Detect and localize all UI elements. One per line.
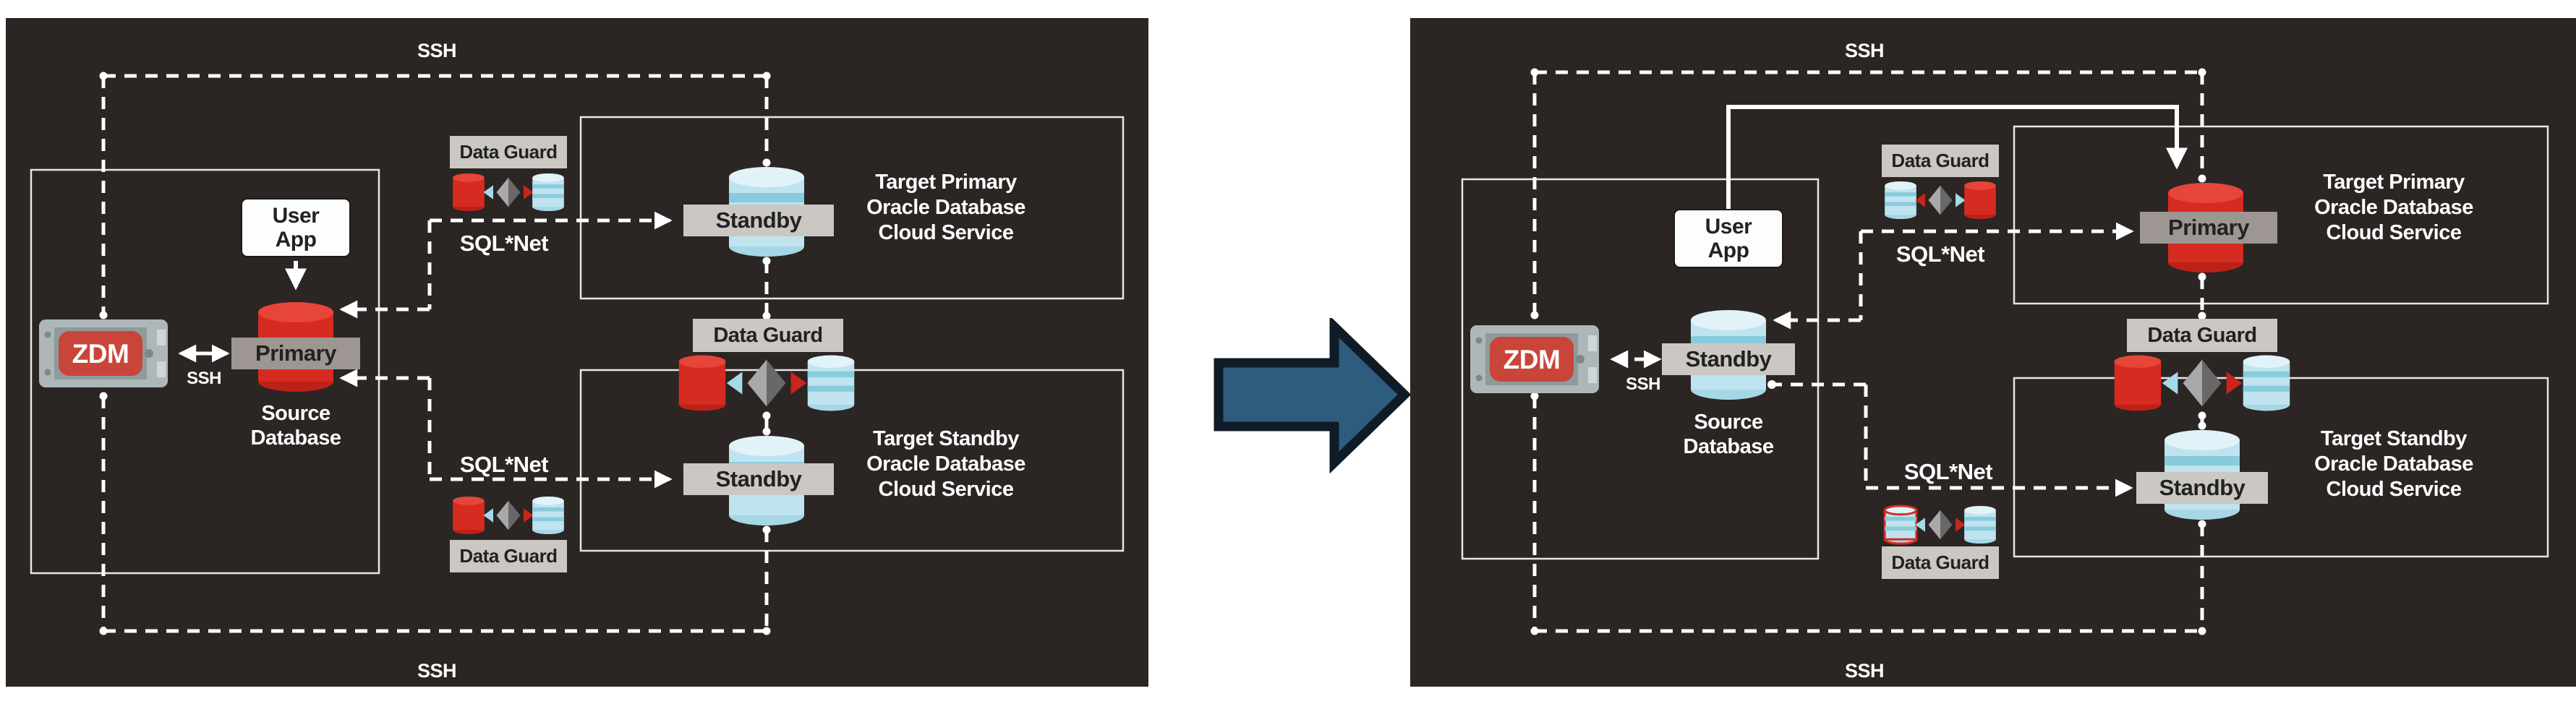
ssh-bottom-label: SSH — [417, 660, 456, 682]
target-standby-role-badge — [683, 463, 834, 495]
red-database-cylinder-icon — [678, 355, 726, 411]
panel-after-switchover: SSH SSH SSH SQL*Net SQL*Net User App ZDM… — [1410, 18, 2576, 687]
user-app-node: User App — [1673, 209, 1783, 268]
blue-database-cylinder-icon — [532, 173, 564, 211]
source-role-badge — [1662, 343, 1795, 375]
zdm-server-icon: ZDM — [39, 319, 168, 387]
dataguard-lower-node: Data Guard — [450, 497, 567, 572]
user-app-node: User App — [241, 198, 351, 257]
dataguard-upper-label: Data Guard — [1891, 150, 1989, 171]
user-app-label-line2: App — [276, 228, 317, 252]
source-database-node: Standby Source Database — [1662, 310, 1795, 458]
dataguard-center-node: Data Guard — [2114, 319, 2290, 411]
source-database-node: Primary Source Database — [231, 302, 360, 450]
target-standby-caption-line1: Target Standby — [873, 427, 1019, 450]
sqlnet-upper-label: SQL*Net — [460, 231, 548, 256]
dataguard-center-label: Data Guard — [713, 324, 822, 347]
zdm-label: ZDM — [72, 339, 129, 369]
target-standby-role-label: Standby — [2159, 475, 2246, 500]
dataguard-center-badge — [2127, 319, 2277, 352]
target-standby-caption-line2: Oracle Database — [866, 452, 1025, 476]
red-database-cylinder-icon — [1964, 181, 1996, 219]
source-role-label: Primary — [255, 340, 337, 366]
dataguard-center-badge — [693, 319, 843, 352]
target-primary-caption-line3: Cloud Service — [879, 221, 1014, 244]
source-role-label: Standby — [1686, 346, 1773, 372]
panel-background — [6, 18, 1148, 687]
target-primary-role-label: Standby — [716, 207, 803, 233]
source-caption-line1: Source — [1694, 411, 1763, 434]
target-standby-caption-line3: Cloud Service — [879, 478, 1014, 501]
ssh-dashed-links — [101, 74, 769, 633]
red-database-cylinder-icon — [453, 497, 485, 534]
dataguard-center-node: Data Guard — [678, 319, 855, 411]
blue-database-cylinder-icon — [1964, 506, 1996, 544]
dataguard-lower-label: Data Guard — [459, 545, 557, 567]
target-primary-node: Primary Target Primary Oracle Database C… — [2140, 171, 2474, 272]
target-primary-caption-line1: Target Primary — [2323, 171, 2465, 194]
blue-database-cylinder-icon — [2243, 355, 2290, 411]
target-standby-role-label: Standby — [716, 466, 803, 491]
source-environment-box — [30, 168, 380, 575]
target-primary-caption-line2: Oracle Database — [866, 196, 1025, 219]
panel-before-switchover: SSH SSH SSH SQL*Net SQL*Net User App ZDM… — [6, 18, 1148, 687]
target-primary-box — [579, 116, 1125, 300]
dataguard-upper-badge — [1882, 145, 1999, 177]
user-app-label-line2: App — [1708, 239, 1749, 262]
ssh-bottom-label: SSH — [1845, 660, 1884, 682]
userapp-to-cloud-primary-arrow — [1726, 105, 2188, 210]
blue-database-cylinder-icon — [1885, 181, 1916, 219]
zdm-server-icon: ZDM — [1470, 325, 1599, 393]
target-primary-caption-line3: Cloud Service — [2326, 221, 2462, 244]
source-environment-box — [1461, 178, 1820, 560]
target-standby-caption-line2: Oracle Database — [2314, 452, 2473, 476]
target-primary-box — [2013, 125, 2549, 305]
target-standby-caption-line3: Cloud Service — [2326, 478, 2462, 501]
ssh-link-label: SSH — [1626, 374, 1660, 394]
ssh-link-label: SSH — [187, 369, 221, 388]
dataguard-lower-badge — [450, 540, 567, 572]
dataguard-lower-label: Data Guard — [1891, 551, 1989, 573]
sqlnet-lower-label: SQL*Net — [460, 452, 548, 477]
source-caption-line1: Source — [261, 402, 330, 425]
sqlnet-lower-label: SQL*Net — [1904, 459, 1992, 484]
target-standby-node: Standby Target Standby Oracle Database C… — [683, 427, 1026, 525]
ssh-top-label: SSH — [1845, 40, 1884, 61]
target-primary-role-badge — [683, 205, 834, 236]
sqlnet-upper-label: SQL*Net — [1896, 241, 1984, 267]
target-primary-node: Standby Target Primary Oracle Database C… — [683, 167, 1026, 257]
dataguard-upper-label: Data Guard — [459, 141, 557, 163]
junction-dots — [1530, 68, 2206, 635]
zdm-label: ZDM — [1504, 345, 1561, 374]
ssh-dashed-links — [1532, 70, 2204, 633]
red-database-cylinder-icon — [2114, 355, 2162, 411]
dataguard-lower-badge — [1882, 546, 1999, 579]
target-primary-caption-line1: Target Primary — [875, 171, 1017, 194]
blue-database-cylinder-icon — [807, 355, 855, 411]
dataguard-upper-badge — [450, 136, 567, 168]
switchover-transition-arrow — [1214, 318, 1412, 474]
source-caption-line2: Database — [251, 426, 341, 450]
dataguard-upper-node: Data Guard — [450, 136, 567, 211]
target-standby-role-badge — [2136, 472, 2268, 504]
user-app-label-line1: User — [273, 204, 320, 228]
dataguard-center-label: Data Guard — [2147, 324, 2256, 347]
user-app-label-line1: User — [1705, 215, 1753, 239]
target-primary-role-label: Primary — [2168, 215, 2250, 240]
target-primary-caption-line2: Oracle Database — [2314, 196, 2473, 219]
blue-red-outline-database-cylinder-icon — [1885, 506, 1916, 544]
target-standby-caption-line1: Target Standby — [2321, 427, 2467, 450]
ssh-top-label: SSH — [417, 40, 456, 61]
source-role-badge — [231, 338, 360, 369]
red-database-cylinder-icon — [453, 173, 485, 211]
source-caption-line2: Database — [1684, 435, 1774, 458]
dataguard-lower-node: Data Guard — [1882, 506, 1999, 579]
junction-dots — [99, 72, 771, 635]
target-primary-role-badge — [2140, 212, 2277, 244]
dataguard-upper-node: Data Guard — [1882, 145, 1999, 219]
sqlnet-routes — [1772, 222, 2134, 497]
target-standby-node: Standby Target Standby Oracle Database C… — [2136, 427, 2474, 520]
blue-database-cylinder-icon — [532, 497, 564, 534]
sqlnet-routes — [339, 211, 673, 489]
